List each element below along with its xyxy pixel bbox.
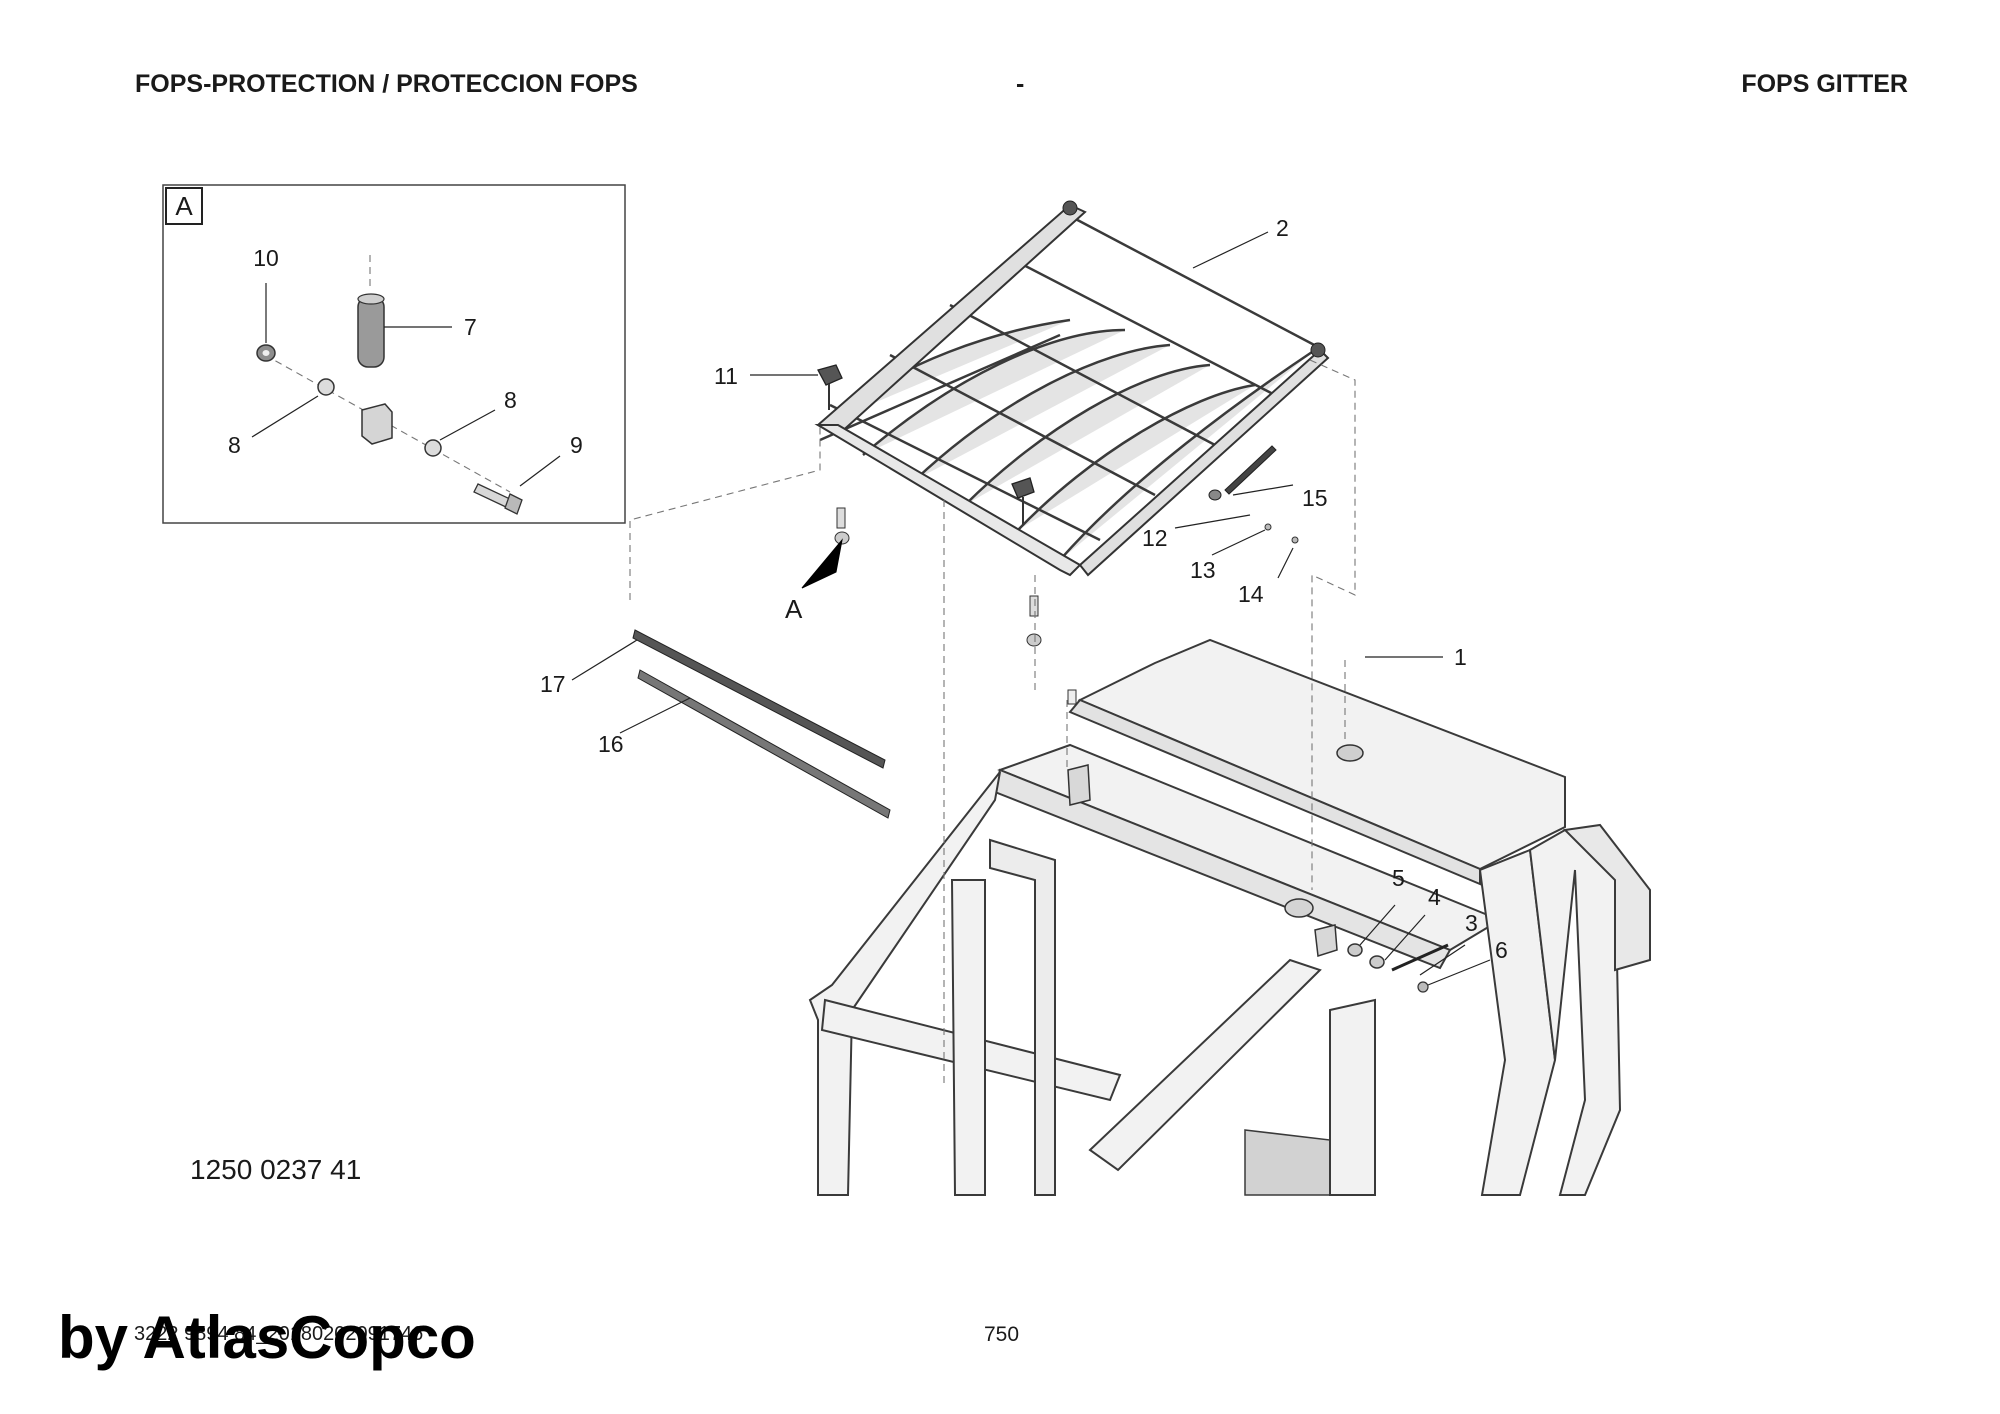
detail-box-label: A — [175, 191, 193, 221]
callout-14: 14 — [1238, 581, 1264, 607]
header-title-left: FOPS-PROTECTION / PROTECCION FOPS — [135, 70, 638, 98]
spacer-left — [836, 507, 846, 529]
callout-10: 10 — [253, 245, 279, 271]
sleeve-part — [357, 293, 385, 368]
grid-rail-5 — [1017, 383, 1256, 531]
hinge-clip-6 — [1417, 981, 1429, 993]
fops-grid — [814, 200, 1330, 705]
callout-11: 11 — [714, 363, 738, 389]
assembly-lines — [629, 359, 1356, 1085]
bolt-small — [1291, 536, 1299, 544]
callout-3: 3 — [1465, 910, 1478, 936]
grid-crossbar-front — [829, 403, 1101, 542]
hinge-washer-4 — [1369, 955, 1385, 969]
roof-bushing — [1336, 744, 1364, 762]
callout-8-right: 8 — [504, 387, 517, 413]
gas-spring-part — [1224, 445, 1277, 495]
seal-strip-16 — [637, 669, 891, 819]
grid-rail-1 — [819, 333, 1061, 442]
cab-frame — [808, 638, 1651, 1196]
bushing-left — [834, 531, 850, 545]
callout-6: 6 — [1495, 937, 1508, 963]
nut-part — [256, 344, 276, 362]
washer-left — [317, 378, 335, 396]
drawing-number: 1250 0237 41 — [190, 1154, 362, 1185]
middle-pillar — [950, 879, 986, 1196]
header-separator: - — [1016, 70, 1025, 98]
grid-rail-4 — [964, 363, 1211, 506]
header-title-right: FOPS GITTER — [1741, 70, 1908, 98]
callout-2: 2 — [1276, 215, 1289, 241]
callout-8-left: 8 — [228, 432, 241, 458]
view-marker-a: A — [785, 538, 843, 624]
document-reference: 3222 9894 84_20180202091746 — [134, 1323, 424, 1345]
hinge-pin-3 — [1391, 943, 1449, 972]
washer-right — [424, 439, 442, 457]
grid-rail-2 — [862, 328, 1126, 456]
grid-crossbar-back — [1067, 213, 1321, 350]
knob-part — [817, 364, 1035, 525]
bolt-part — [473, 483, 523, 515]
callout-15: 15 — [1302, 485, 1328, 511]
detail-view-a: A 10 7 8 8 9 — [162, 184, 626, 524]
hinge-washer-5 — [1347, 943, 1363, 957]
rear-pillar — [1329, 998, 1376, 1196]
mount-bracket-right — [1314, 924, 1338, 957]
callout-12: 12 — [1142, 525, 1168, 551]
diagonal-beam — [1088, 958, 1322, 1172]
grid-rail-3 — [914, 343, 1171, 481]
grid-rail-6 — [1059, 348, 1316, 561]
grid-front-frame — [814, 424, 1082, 577]
washer-small — [1264, 523, 1272, 531]
seal-strip-17 — [632, 629, 886, 769]
bushing-right — [1026, 633, 1042, 647]
detail-box-frame — [162, 184, 626, 524]
callout-7: 7 — [464, 314, 477, 340]
main-callouts: 2 11 15 12 13 14 1 17 16 5 4 3 6 — [540, 215, 1508, 986]
front-bushing — [1284, 898, 1314, 918]
callout-5: 5 — [1392, 865, 1405, 891]
callout-17: 17 — [540, 671, 566, 697]
detail-axis-line — [264, 354, 511, 493]
callout-1: 1 — [1454, 644, 1467, 670]
watermark: by AtlasCopco — [58, 1304, 476, 1371]
callout-16: 16 — [598, 731, 624, 757]
mount-bracket-left — [1067, 764, 1091, 806]
rear-panel — [1244, 1129, 1331, 1196]
post-sleeve — [1067, 689, 1077, 705]
callout-9: 9 — [570, 432, 583, 458]
callout-13: 13 — [1190, 557, 1216, 583]
detail-box-label-frame — [165, 187, 203, 225]
bracket-part — [361, 403, 393, 445]
view-marker-label: A — [785, 594, 803, 624]
page-number: 750 — [984, 1323, 1020, 1346]
callout-4: 4 — [1428, 884, 1441, 910]
spacer-right — [1029, 595, 1039, 617]
pin-part — [1208, 489, 1222, 501]
